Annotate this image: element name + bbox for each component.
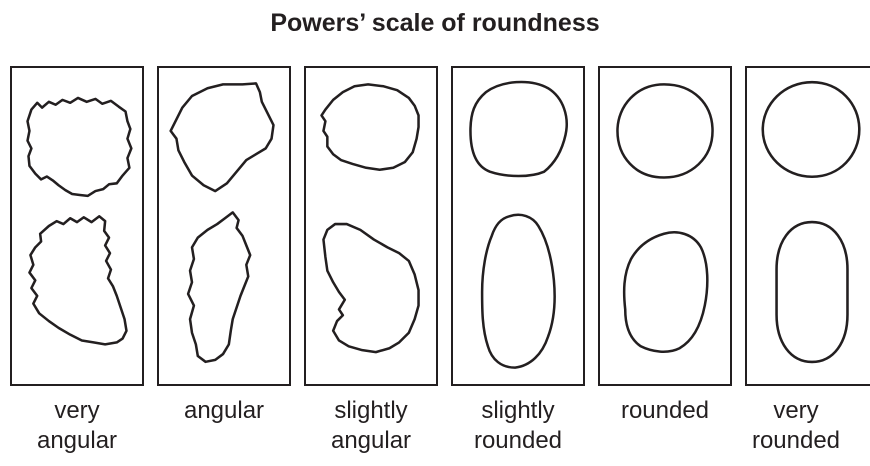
class-label-line: slightly [443,396,593,426]
panel-very-rounded [745,66,870,386]
grain-pair-very-angular [12,68,142,384]
class-label-line: rounded [443,426,593,456]
grain-shape-lower [777,222,848,362]
grain-pair-slightly-angular [306,68,436,384]
class-label-line: angular [149,396,299,426]
grain-pair-slightly-rounded [453,68,583,384]
grain-shape-upper [28,98,132,196]
class-label-very-angular: very angular [2,396,152,456]
grain-shape-upper [322,84,419,169]
grain-pair-angular [159,68,289,384]
class-label-slightly-angular: slightly angular [296,396,446,456]
grain-shape-upper [171,83,274,191]
class-label-very-rounded: very rounded [722,396,870,456]
class-label-angular: angular [149,396,299,426]
panel-rounded [598,66,732,386]
class-label-line: very [722,396,870,426]
panel-angular [157,66,291,386]
grain-shape-lower [323,224,418,352]
grain-shape-upper [617,84,712,177]
panel-slightly-angular [304,66,438,386]
grain-shape-upper [470,82,566,176]
class-label-rounded: rounded [590,396,740,426]
diagram-title: Powers’ scale of roundness [0,9,870,38]
grain-pair-rounded [600,68,730,384]
grain-shape-lower [482,215,555,368]
grain-shape-upper [763,82,860,177]
grain-shape-lower [188,212,250,361]
grain-shape-lower [624,232,707,351]
class-label-line: angular [2,426,152,456]
class-label-line: rounded [722,426,870,456]
panel-slightly-rounded [451,66,585,386]
class-label-line: rounded [590,396,740,426]
panel-very-angular [10,66,144,386]
class-label-line: slightly [296,396,446,426]
grain-shape-lower [29,216,126,344]
class-label-slightly-rounded: slightly rounded [443,396,593,456]
grain-pair-very-rounded [747,68,870,384]
class-label-line: angular [296,426,446,456]
class-label-line: very [2,396,152,426]
